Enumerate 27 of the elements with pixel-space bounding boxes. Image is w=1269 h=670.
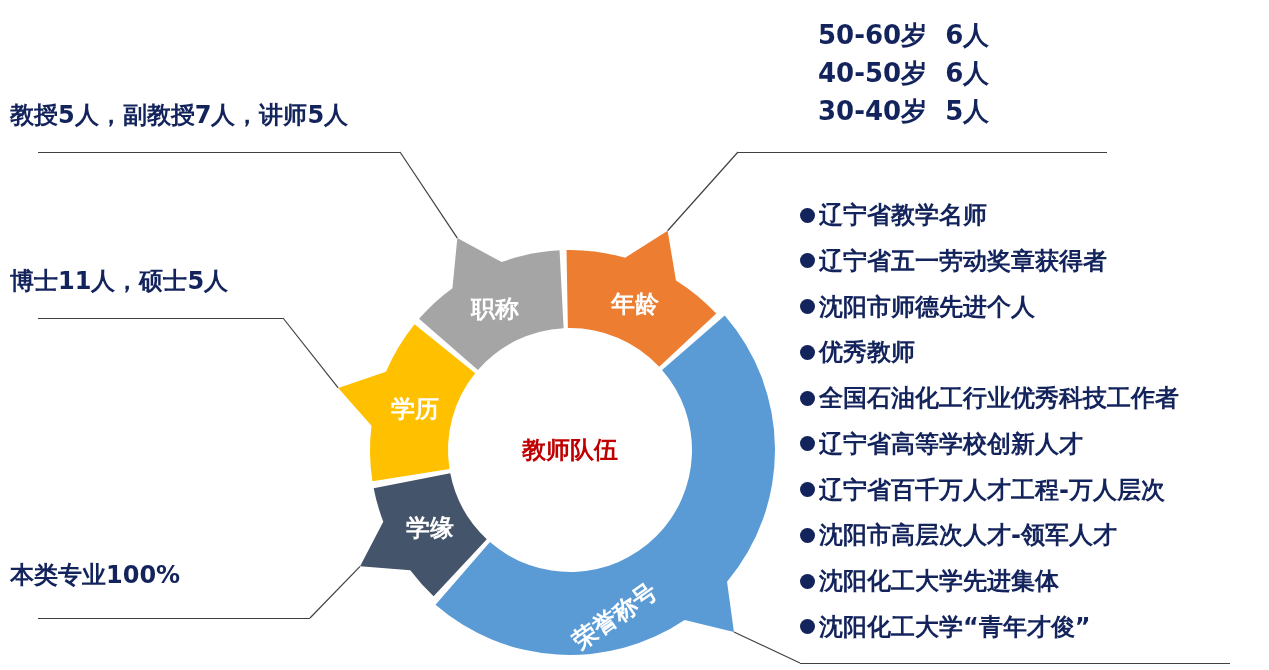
- leader-line: [282, 317, 339, 389]
- leader-line: [309, 565, 361, 619]
- honor-item: 沈阳市师德先进个人: [819, 294, 1035, 319]
- honor-item: 沈阳市高层次人才-领军人才: [819, 523, 1117, 548]
- age-group-text: 50-60岁 6人: [818, 20, 991, 50]
- age-group-text: 40-50岁 6人: [818, 58, 991, 88]
- honor-item: 辽宁省教学名师: [819, 203, 987, 227]
- center-title: 教师队伍: [522, 435, 618, 466]
- annotation-text: 本类专业100%: [10, 560, 182, 590]
- honor-item: 全国石油化工行业优秀科技工作者: [819, 386, 1179, 411]
- segment-label: 年龄: [611, 291, 660, 316]
- honor-item: 沈阳化工大学先进集体: [819, 569, 1059, 594]
- segment-label: 荣誉称号: [568, 578, 661, 654]
- honor-item: 沈阳化工大学“青年才俊”: [819, 614, 1091, 639]
- age-group-text: 30-40岁 5人: [818, 96, 991, 126]
- leader-line: [667, 151, 739, 232]
- leader-line: [733, 631, 801, 664]
- honor-item: 优秀教师: [819, 340, 915, 365]
- segment-label: 职称: [470, 296, 519, 321]
- annotation-text: 教授5人，副教授7人，讲师5人: [10, 100, 350, 130]
- segment-label: 学历: [391, 396, 440, 421]
- annotation-text: 博士11人，硕士5人: [10, 266, 230, 296]
- honor-item: 辽宁省高等学校创新人才: [819, 431, 1083, 456]
- leader-line: [399, 151, 458, 239]
- honor-item: 辽宁省五一劳动奖章获得者: [819, 248, 1107, 273]
- honor-item: 辽宁省百千万人才工程-万人层次: [819, 477, 1165, 502]
- segment-label: 学缘: [406, 515, 455, 540]
